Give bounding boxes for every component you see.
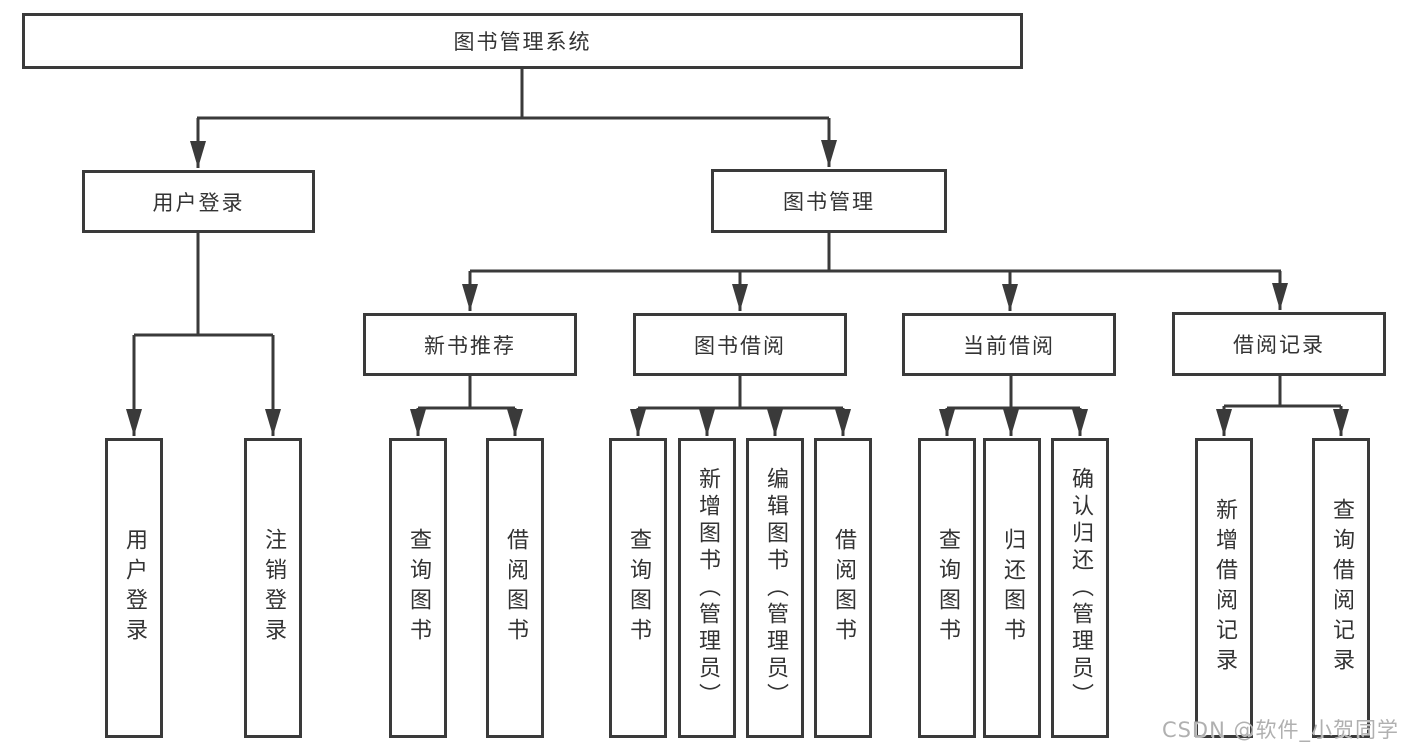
leaf-label: 查询图书 [406,528,431,648]
leaf-label: 编辑图书（管理员） [763,466,788,710]
arrows-level3-children [410,406,1349,436]
watermark: CSDN @软件_小贺同学 [1161,718,1399,742]
node-leaf-add-books-admin: 新增图书（管理员） [678,438,736,738]
node-book-borrowing: 图书借阅 [633,313,847,376]
arrows-book-management-children [462,271,1288,311]
leaf-label: 新增图书（管理员） [695,466,720,710]
node-borrowing-records: 借阅记录 [1172,312,1386,376]
leaf-label: 注销登录 [261,528,286,648]
leaf-label: 查询图书 [935,528,960,648]
arrows-root-to-level2 [190,118,837,168]
node-root: 图书管理系统 [22,13,1023,69]
node-new-book-recommendation: 新书推荐 [363,313,577,376]
node-user-login: 用户登录 [82,170,315,233]
arrows-user-login-children [126,335,281,436]
node-leaf-confirm-return-admin: 确认归还（管理员） [1051,438,1109,738]
node-leaf-borrow-books: 借阅图书 [814,438,872,738]
leaf-label: 借阅图书 [503,528,528,648]
node-leaf-edit-books-admin: 编辑图书（管理员） [746,438,804,738]
node-leaf-query-books-current: 查询图书 [918,438,976,738]
node-current-borrowing: 当前借阅 [902,313,1116,376]
leaf-label: 归还图书 [1000,528,1025,648]
node-leaf-logout: 注销登录 [244,438,302,738]
node-leaf-user-login: 用户登录 [105,438,163,738]
node-leaf-query-books-borrowing: 查询图书 [609,438,667,738]
leaf-label: 确认归还（管理员） [1068,466,1093,710]
node-leaf-borrow-books-recommend: 借阅图书 [486,438,544,738]
leaf-label: 查询借阅记录 [1329,498,1354,678]
node-leaf-return-books: 归还图书 [983,438,1041,738]
node-book-management: 图书管理 [711,169,947,233]
node-leaf-query-borrow-record: 查询借阅记录 [1312,438,1370,738]
leaf-label: 查询图书 [626,528,651,648]
node-leaf-add-borrow-record: 新增借阅记录 [1195,438,1253,738]
node-leaf-query-books-recommend: 查询图书 [389,438,447,738]
leaf-label: 用户登录 [122,528,147,648]
connector-trunks [134,69,1341,410]
leaf-label: 新增借阅记录 [1212,498,1237,678]
leaf-label: 借阅图书 [831,528,856,648]
